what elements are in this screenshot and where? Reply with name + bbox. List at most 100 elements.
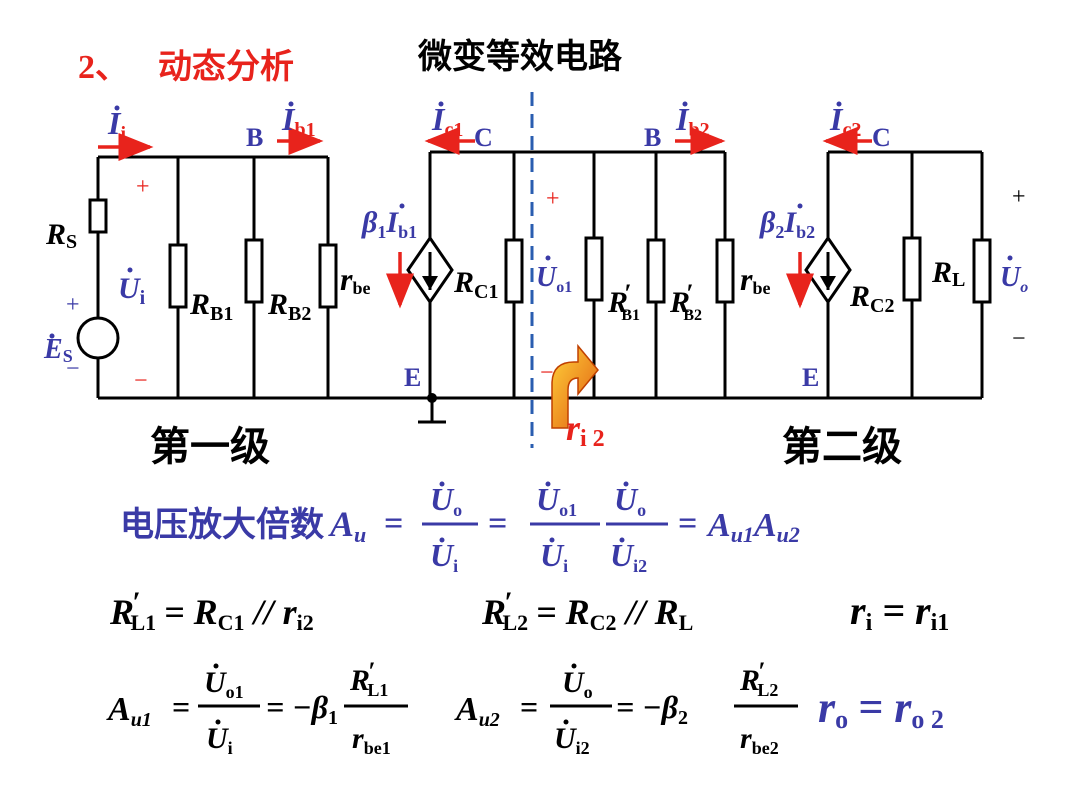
au2-rbe2: rbe2 — [740, 722, 779, 758]
load-formulas: R′L1= RC1 // ri2 R′L2= RC2 // RL ri= ri1 — [109, 586, 949, 636]
resistor-bodies — [88, 198, 992, 309]
node-c2: C — [872, 123, 891, 152]
rl-resistor — [972, 238, 992, 304]
stage2-minus: − — [540, 360, 554, 386]
label-rc1: RC1 — [453, 266, 498, 303]
label-ic2: Ic2 — [829, 101, 861, 141]
node-e2: E — [802, 363, 819, 392]
frac3-den: Ui2 — [610, 537, 647, 576]
rb1p-resistor — [584, 236, 604, 302]
dot-f2n — [545, 481, 551, 487]
dot-au1d — [215, 719, 221, 725]
rb1-resistor — [168, 243, 188, 309]
au2-rl2: R′L2 — [739, 657, 778, 700]
source2-arrow-icon — [820, 276, 836, 290]
rl2-eq: R′L2= RC2 // RL — [481, 586, 693, 635]
dot-au1n — [213, 663, 219, 669]
au1-num: Uo1 — [204, 666, 244, 702]
gain-label: 电压放大倍数 — [120, 505, 324, 545]
ri2-curved-arrow-icon — [551, 343, 599, 429]
label-beta2: β2Ib2 — [759, 206, 815, 242]
rb2-resistor — [244, 238, 264, 304]
stage1-label: 第一级 — [150, 424, 270, 470]
au2-eq: = — [520, 689, 538, 725]
label-rbe1: rbe — [340, 261, 370, 298]
dot-ii — [114, 105, 120, 111]
es-minus: − — [66, 356, 80, 382]
frac1-den: Ui — [430, 537, 458, 576]
label-rs: RS — [45, 218, 77, 253]
dot-ib2 — [682, 101, 688, 107]
stage2-plus: + — [546, 186, 560, 212]
label-rb1-prime: R′B1 — [607, 279, 640, 324]
dot-es — [49, 333, 55, 339]
frac1-num: Uo — [430, 481, 462, 520]
uo-plus: + — [1012, 184, 1026, 210]
circuit-wires — [96, 150, 984, 424]
frac3-num: Uo — [614, 481, 646, 520]
label-beta1: β1Ib1 — [361, 206, 417, 242]
node-c1: C — [474, 123, 493, 152]
rc1-resistor — [504, 238, 524, 304]
au1-den: Ui — [206, 722, 233, 758]
au2-den: Ui2 — [554, 722, 590, 758]
au2-num: Uo — [562, 666, 593, 702]
dot-f2d — [549, 537, 555, 543]
heading-number: 2、 — [78, 49, 129, 86]
dot-f3n — [623, 481, 629, 487]
au1-eq: = — [172, 689, 190, 725]
eq-2: = — [488, 505, 507, 542]
dot-au2n — [571, 663, 577, 669]
label-ib2: Ib2 — [675, 101, 710, 141]
label-ri2: ri 2 — [566, 408, 605, 452]
rbe2-resistor — [715, 238, 735, 304]
stage2-label: 第二级 — [782, 424, 902, 470]
rs-resistor — [88, 198, 108, 234]
ro-eq: ro= ro 2 — [818, 683, 944, 734]
label-rbe2: rbe — [740, 261, 770, 298]
ri-eq: ri= ri1 — [850, 588, 949, 636]
dot-f1d — [439, 537, 445, 543]
au1-beta: = −β1 — [266, 689, 338, 729]
uo-minus: − — [1012, 326, 1026, 352]
frac2-num: Uo1 — [536, 481, 577, 520]
label-rb2-prime: R′B2 — [669, 279, 702, 324]
ground-node — [427, 393, 437, 403]
dot-ib1 — [288, 101, 294, 107]
au2-beta: = −β2 — [616, 689, 688, 729]
label-rl: RL — [931, 256, 965, 291]
label-ib1: Ib1 — [281, 101, 316, 141]
label-uo: Uo — [1000, 262, 1028, 296]
dot-beta2 — [797, 203, 803, 209]
frac2-den: Ui — [540, 537, 568, 576]
dot-f3d — [619, 537, 625, 543]
source1-arrow-icon — [422, 276, 438, 290]
dot-beta1 — [399, 203, 405, 209]
node-b2: B — [644, 123, 661, 152]
stage1-plus: + — [136, 174, 150, 200]
node-b1: B — [246, 123, 263, 152]
dot-ui — [127, 267, 133, 273]
stage1-minus: − — [134, 368, 148, 394]
label-ii: Ii — [107, 105, 126, 145]
gain-formula: 电压放大倍数 Au = Uo Ui = Uo1 Ui Uo Ui2 = — [120, 481, 800, 576]
au1-rl1: R′L1 — [349, 657, 388, 700]
label-rc2: RC2 — [849, 280, 894, 317]
rl1-eq: R′L1= RC1 // ri2 — [109, 586, 314, 635]
es-plus: + — [66, 292, 80, 318]
dot-uo — [1007, 255, 1013, 261]
au1-lhs: Au1 — [106, 691, 152, 731]
heading-subtitle: 微变等效电路 — [417, 37, 623, 77]
dot-uo1 — [545, 255, 551, 261]
node-e1: E — [404, 363, 421, 392]
rb2p-resistor — [646, 238, 666, 304]
au1-au2: Au1Au2 — [706, 507, 800, 547]
current-arrows — [98, 127, 872, 309]
au-symbol: Au — [328, 504, 366, 547]
rc2-resistor — [902, 236, 922, 302]
eq-3: = — [678, 505, 697, 542]
voltage-source-icon — [76, 316, 120, 360]
label-ui: Ui — [118, 272, 146, 309]
